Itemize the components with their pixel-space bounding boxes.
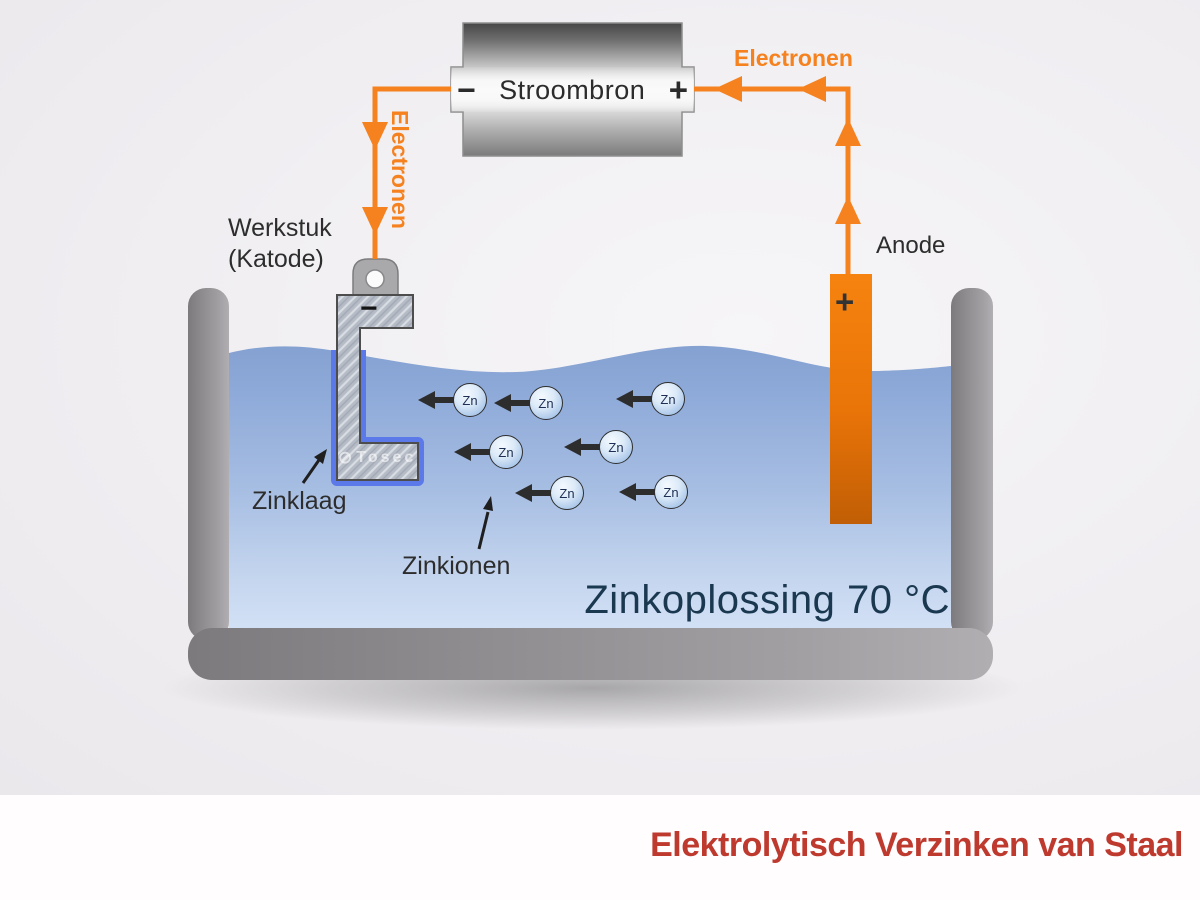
tosec-logo-text: Tosec	[356, 449, 417, 466]
hanger-hole	[365, 269, 385, 289]
cathode-label-line1: Werkstuk	[228, 214, 332, 242]
zinc-ion: Zn	[564, 430, 650, 464]
zinc-ion: Zn	[454, 435, 540, 469]
ion-symbol: Zn	[654, 475, 688, 509]
bath-liquid	[229, 345, 951, 635]
zinc-ion: Zn	[515, 476, 601, 510]
brand-mark: ⊘ Tosec	[338, 448, 428, 468]
ion-arrow-icon	[616, 390, 633, 408]
zinklaag-pointer-head	[314, 449, 327, 464]
tank-wall-left	[188, 288, 229, 640]
ion-arrow-icon	[564, 438, 581, 456]
ion-arrow-icon	[494, 394, 511, 412]
anode-label: Anode	[876, 232, 946, 259]
ion-arrow-icon	[418, 391, 435, 409]
wire-left-arrow-1	[362, 122, 388, 150]
ion-symbol: Zn	[453, 383, 487, 417]
electron-flow-label-left: Electronen	[387, 110, 413, 229]
cathode-minus-sign: −	[360, 292, 378, 325]
ion-arrow-icon	[619, 483, 636, 501]
cathode-label-line2: (Katode)	[228, 244, 324, 273]
ion-symbol: Zn	[651, 382, 685, 416]
cathode-label: Werkstuk (Katode)	[228, 213, 332, 274]
zinc-ions-label: Zinkionen	[402, 552, 511, 580]
ion-symbol: Zn	[550, 476, 584, 510]
wire-left-arrow-2	[362, 207, 388, 235]
ion-arrow-icon	[515, 484, 532, 502]
zinc-ion: Zn	[494, 386, 580, 420]
anode-bar	[830, 274, 872, 524]
tank-wall-right	[951, 288, 993, 640]
footer-band	[0, 795, 1200, 900]
zinc-ion: Zn	[619, 475, 705, 509]
power-supply-minus: −	[457, 71, 476, 108]
wire-right-arrow-2	[798, 76, 826, 102]
wire-right-arrow-1	[714, 76, 742, 102]
electron-flow-label-right: Electronen	[734, 45, 853, 71]
power-supply-label-row: − Stroombron +	[451, 69, 694, 111]
power-supply-label: Stroombron	[499, 74, 646, 105]
wire-right	[694, 86, 851, 274]
ion-symbol: Zn	[599, 430, 633, 464]
diagram-graphics	[162, 22, 1022, 730]
power-supply-plus: +	[668, 71, 688, 108]
zinkionen-pointer	[477, 511, 490, 550]
ion-arrow-icon	[454, 443, 471, 461]
ion-symbol: Zn	[489, 435, 523, 469]
power-supply-band	[451, 67, 694, 112]
zinc-ion: Zn	[616, 382, 702, 416]
zinc-ion: Zn	[418, 383, 504, 417]
wire-right-arrow-4	[835, 196, 861, 224]
cathode-workpiece	[336, 294, 419, 481]
tosec-logo-icon: ⊘	[338, 448, 353, 467]
anode-plus-sign: +	[835, 283, 855, 320]
page-title: Elektrolytisch Verzinken van Staal	[650, 826, 1183, 864]
tank-bottom	[188, 628, 993, 680]
wire-right-arrow-3	[835, 118, 861, 146]
solution-label: Zinkoplossing 70 °C	[584, 578, 950, 622]
zinc-layer-label: Zinklaag	[252, 487, 347, 515]
wire-left	[372, 86, 451, 259]
ion-symbol: Zn	[529, 386, 563, 420]
zinklaag-pointer	[301, 459, 321, 484]
zinkionen-pointer-head	[483, 496, 493, 511]
